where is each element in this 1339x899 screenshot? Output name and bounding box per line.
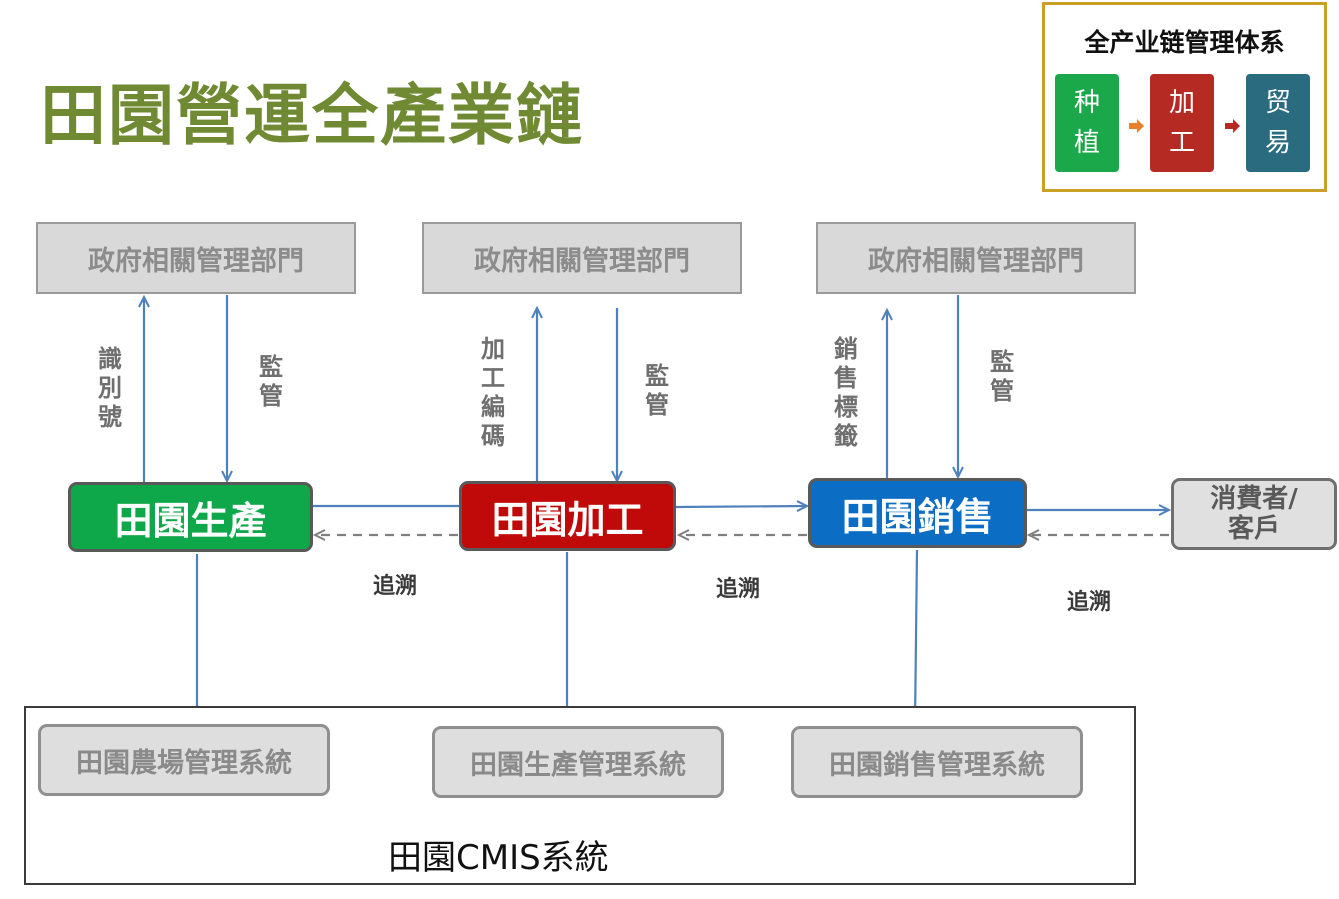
legend-step-trade: 贸易 — [1246, 74, 1310, 172]
legend-step-processing: 加工 — [1150, 74, 1214, 172]
government-box-3: 政府相關管理部門 — [816, 222, 1136, 294]
value-chain-legend: 全产业链管理体系 种植 加工 贸易 — [1042, 2, 1327, 192]
legend-arrow-icon — [1225, 118, 1241, 137]
stage-processing: 田園加工 — [459, 481, 676, 551]
arrow-to-sales-system — [909, 549, 922, 727]
farm-management-system: 田園農場管理系統 — [38, 724, 330, 796]
government-box-2: 政府相關管理部門 — [422, 222, 742, 294]
legend-step-planting: 种植 — [1055, 74, 1119, 172]
label-identification: 識別號 — [98, 345, 122, 431]
label-sales-tag: 銷售標籤 — [834, 335, 858, 450]
government-box-1: 政府相關管理部門 — [36, 222, 356, 294]
label-supervise-2: 監管 — [645, 362, 669, 419]
cmis-label: 田園CMIS系統 — [388, 838, 609, 878]
legend-title: 全产业链管理体系 — [1084, 28, 1285, 57]
sales-management-system: 田園銷售管理系統 — [791, 726, 1083, 798]
stage-sales: 田園銷售 — [808, 478, 1027, 548]
legend-arrow-icon — [1129, 118, 1145, 137]
flow-processing-sales — [675, 500, 810, 512]
trace-label-2: 追溯 — [716, 577, 761, 602]
label-supervise-3: 監管 — [990, 348, 1014, 405]
trace-label-3: 追溯 — [1067, 590, 1112, 615]
label-processing-code: 加工編碼 — [481, 335, 505, 450]
trace-label-1: 追溯 — [373, 574, 418, 599]
production-management-system: 田園生產管理系統 — [432, 726, 724, 798]
stage-production: 田園生產 — [68, 482, 313, 552]
consumer-box: 消費者/客戶 — [1171, 478, 1337, 550]
page-title: 田園營運全產業鏈 — [40, 77, 584, 154]
label-supervise-1: 監管 — [259, 353, 283, 410]
